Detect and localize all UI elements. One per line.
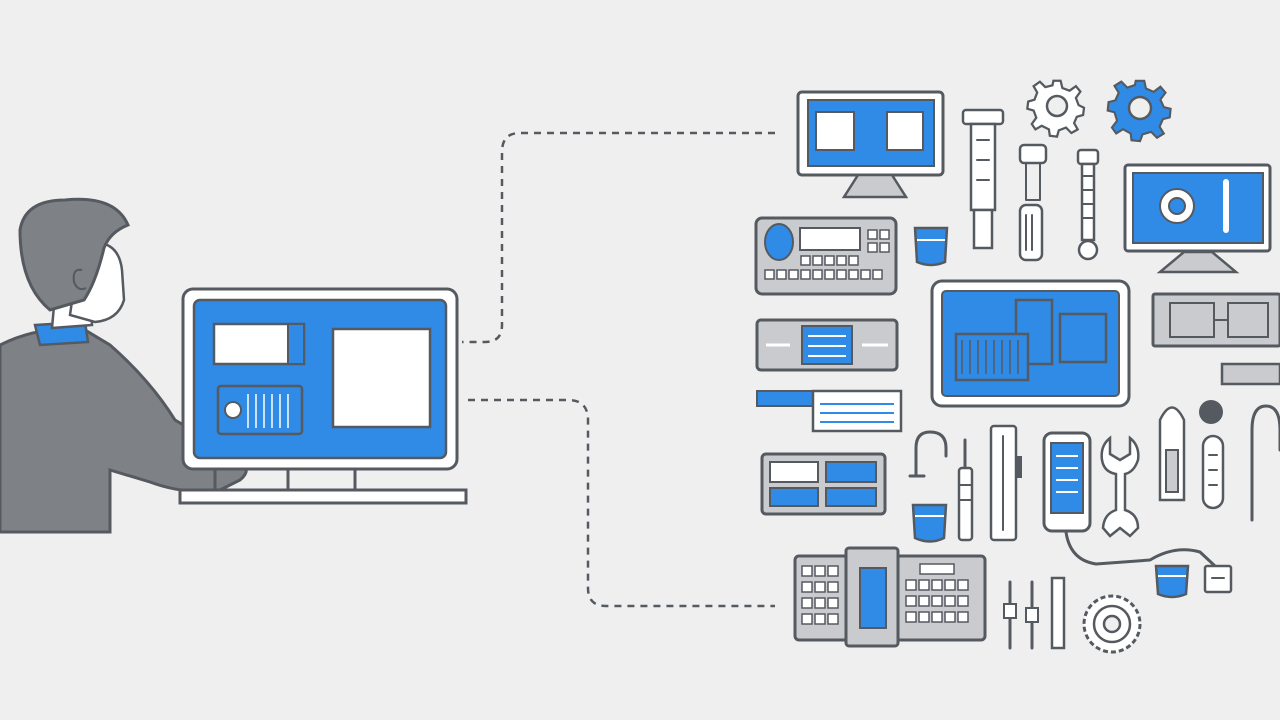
probe-icon xyxy=(1158,400,1280,522)
control-panel-icon xyxy=(760,452,887,516)
cup-icon xyxy=(911,503,948,543)
circuit-board-icon xyxy=(930,279,1131,408)
cup-icon xyxy=(913,226,949,267)
window-panel-icon xyxy=(756,389,903,433)
gear-icon xyxy=(1026,79,1086,138)
faucet-icon xyxy=(908,430,948,478)
soldering-iron-icon xyxy=(957,438,974,542)
wrench-icon xyxy=(1018,143,1048,262)
desktop-monitor-icon xyxy=(178,287,468,505)
screwdriver-icon xyxy=(1003,576,1066,650)
keyboard-device-icon xyxy=(793,546,987,648)
dashed-connector-icon xyxy=(468,398,775,608)
monitor-icon xyxy=(796,90,945,199)
keyboard-device-icon xyxy=(754,216,898,296)
phone-device-icon xyxy=(1042,431,1092,533)
person-at-computer-icon xyxy=(0,197,285,534)
drawer-panel-icon xyxy=(1151,292,1280,386)
test-tube-icon xyxy=(961,108,1005,250)
gear-icon xyxy=(1106,79,1172,143)
pipe-icon xyxy=(989,424,1022,542)
monitor-settings-icon xyxy=(1123,163,1272,274)
screwdriver-icon xyxy=(1076,148,1100,261)
cable-plug-icon xyxy=(1064,530,1233,599)
dashed-connector-icon xyxy=(462,131,775,344)
server-module-icon xyxy=(755,318,899,372)
sprocket-icon xyxy=(1082,594,1142,654)
wrench-icon xyxy=(1100,435,1140,538)
